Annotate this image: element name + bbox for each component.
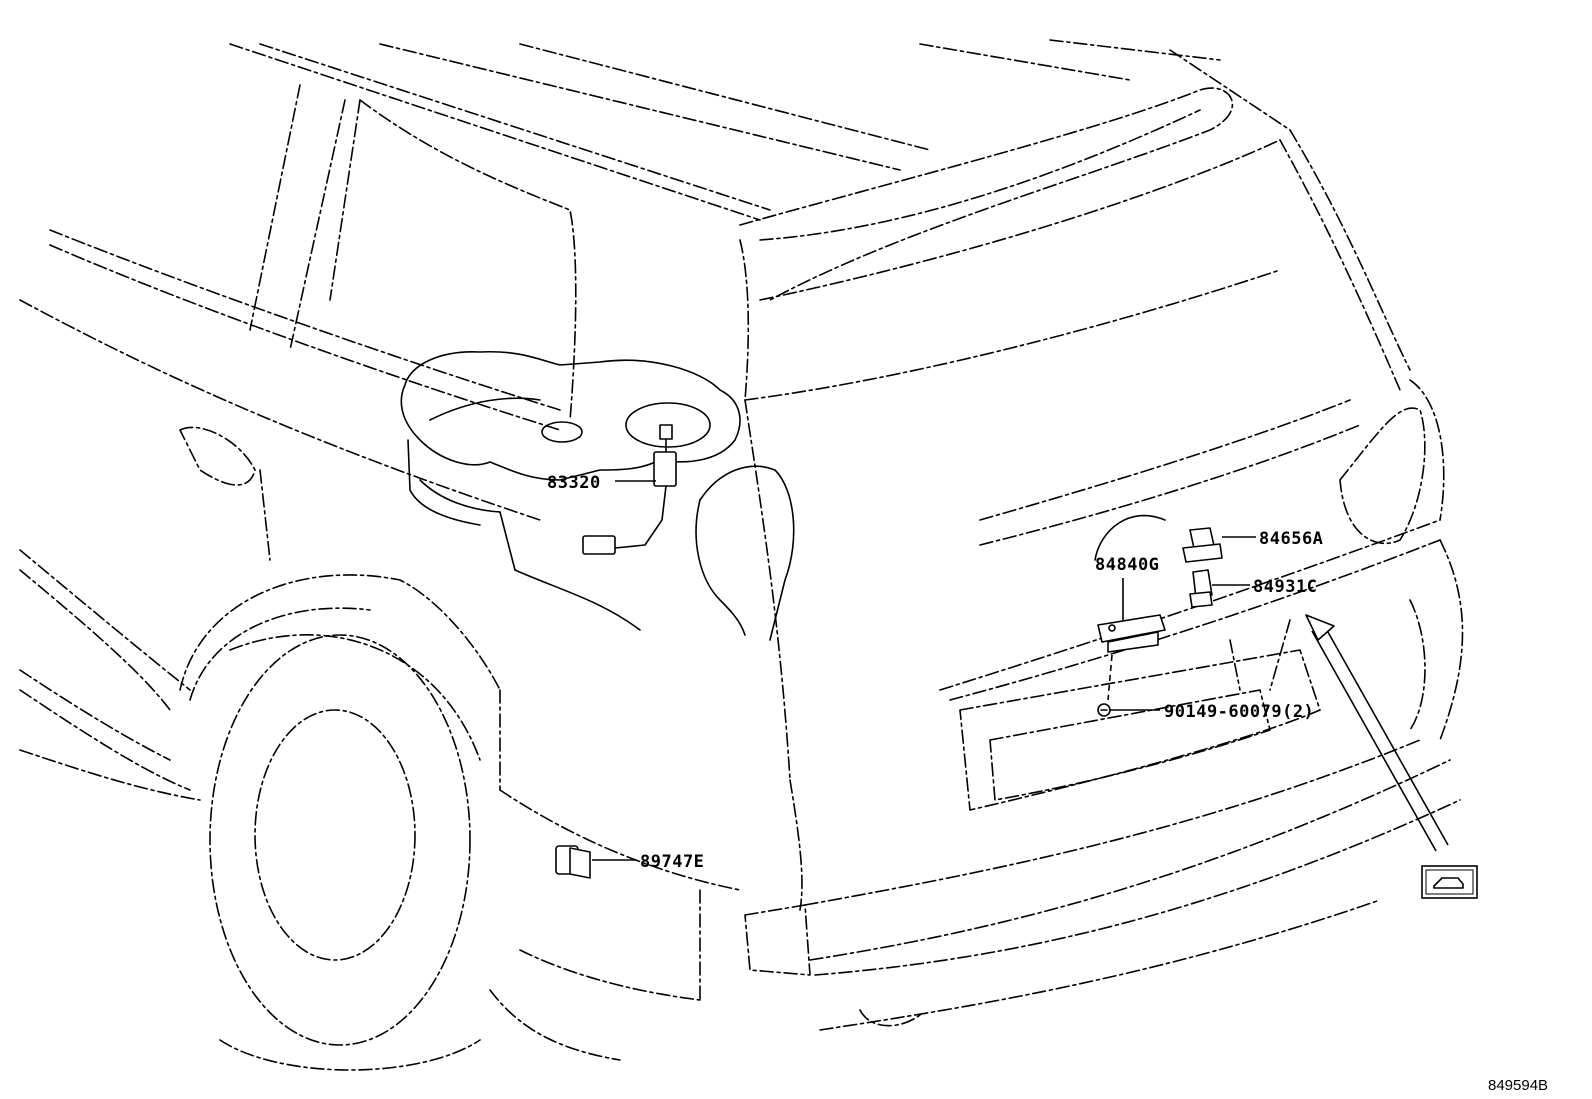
screw-90149	[1097, 703, 1111, 717]
fuel-tank	[400, 350, 795, 641]
callout-84840G: 84840G	[1095, 555, 1159, 575]
callout-83320: 83320	[547, 473, 601, 493]
callout-89747E: 89747E	[640, 852, 704, 872]
callout-90149-60079: 90149-60079(2)	[1164, 702, 1314, 722]
switch-84656A	[1182, 527, 1223, 563]
leader-lines	[592, 480, 1449, 861]
callout-84931C: 84931C	[1253, 577, 1317, 597]
sensor-89747E	[555, 845, 591, 879]
fuel-sender-gauge	[582, 424, 677, 555]
rear-door-view-icon	[1421, 865, 1478, 899]
diagram-reference-code: 849594B	[1488, 1077, 1548, 1094]
camera-84840G	[1097, 614, 1166, 701]
switch-84931C	[1189, 569, 1213, 608]
vehicle-body-outline	[19, 39, 1464, 1071]
callout-84656A: 84656A	[1259, 529, 1323, 549]
rear-door-arc	[1094, 514, 1166, 561]
